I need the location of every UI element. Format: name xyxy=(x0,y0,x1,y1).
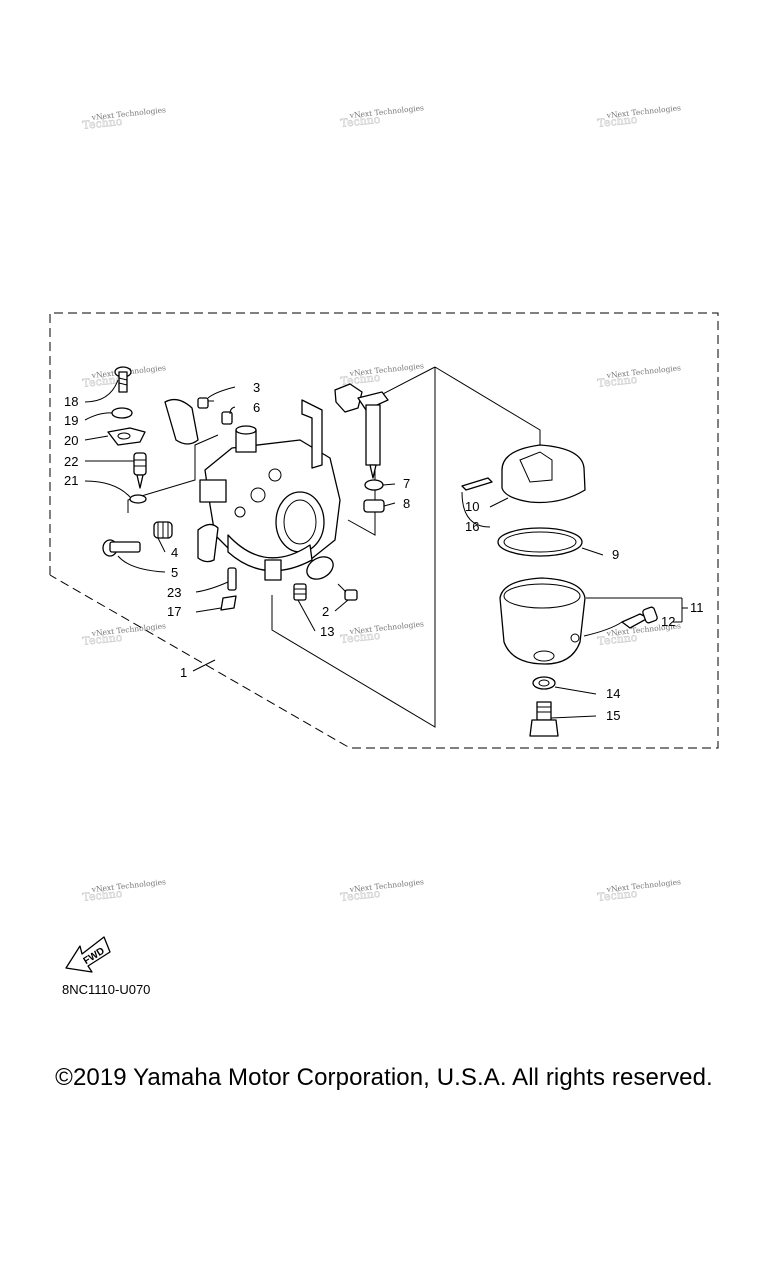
leader-lines xyxy=(84,379,688,719)
watermark: Techno vNext Technologies xyxy=(340,361,425,388)
jet-group-outline xyxy=(271,367,436,728)
callout-13: 13 xyxy=(320,624,334,639)
callout-22: 22 xyxy=(64,454,78,469)
callout-2: 2 xyxy=(322,604,329,619)
screw-part-12 xyxy=(621,606,658,629)
watermark-text: vNext Technologies xyxy=(348,619,424,636)
diagram-part-code: 8NC1110-U070 xyxy=(62,982,151,997)
needle-group-outline xyxy=(374,366,436,399)
washer-part-7 xyxy=(364,479,384,491)
gasket-inner xyxy=(503,531,577,553)
watermark: Techno vNext Technologies xyxy=(340,103,425,130)
svg-text:Techno: Techno xyxy=(340,113,381,130)
svg-text:Techno: Techno xyxy=(82,373,123,390)
watermark-text: vNext Technologies xyxy=(348,877,424,894)
callout-9: 9 xyxy=(612,547,619,562)
callout-3: 3 xyxy=(253,380,260,395)
svg-text:Techno: Techno xyxy=(597,631,638,648)
copyright-notice: ©2019 Yamaha Motor Corporation, U.S.A. A… xyxy=(55,1064,713,1091)
watermark: Techno vNext Technologies xyxy=(82,621,167,648)
watermark-text: vNext Technologies xyxy=(348,361,424,378)
callout-16: 16 xyxy=(465,519,479,534)
watermark: Techno vNext Technologies xyxy=(340,619,425,646)
svg-text:Techno: Techno xyxy=(82,887,123,904)
callout-21: 21 xyxy=(64,473,78,488)
gasket-part-9 xyxy=(497,527,583,557)
callout-5: 5 xyxy=(171,565,178,580)
callout-8: 8 xyxy=(403,496,410,511)
washer-part-14 xyxy=(532,676,556,690)
svg-text:Techno: Techno xyxy=(597,113,638,130)
callout-15: 15 xyxy=(606,708,620,723)
callout-6: 6 xyxy=(253,400,260,415)
callout-11: 11 xyxy=(690,600,704,615)
callout-20: 20 xyxy=(64,433,78,448)
bracket-part-20 xyxy=(107,427,146,446)
washer-part-14-hole xyxy=(538,679,550,687)
svg-text:Techno: Techno xyxy=(82,631,123,648)
watermark: Techno vNext Technologies xyxy=(597,103,682,130)
pilot-screw-part-22 xyxy=(133,452,147,489)
body-group-outline xyxy=(127,434,219,513)
washer-part-19 xyxy=(111,407,133,419)
float-bowl-part-11 xyxy=(499,577,586,665)
assembly-boundary xyxy=(49,312,719,749)
watermark-text: vNext Technologies xyxy=(605,363,681,380)
callout-7: 7 xyxy=(403,476,410,491)
throttle-plate-part-2 xyxy=(306,556,334,580)
main-jet-part-13 xyxy=(293,583,307,601)
callout-labels: 1 2 3 4 5 6 7 8 9 10 11 12 13 14 15 16 1… xyxy=(64,380,704,723)
o-ring-part-21 xyxy=(129,494,147,504)
needle-group-outline-2 xyxy=(347,470,376,536)
pin-part-16 xyxy=(461,477,493,491)
callout-10: 10 xyxy=(465,499,479,514)
watermark-text: vNext Technologies xyxy=(605,103,681,120)
svg-text:Techno: Techno xyxy=(340,629,381,646)
callout-12: 12 xyxy=(661,614,675,629)
callout-17: 17 xyxy=(167,604,181,619)
screw-part-2 xyxy=(337,583,358,601)
watermark: Techno vNext Technologies xyxy=(82,105,167,132)
screw-part-18 xyxy=(114,366,132,393)
pin-part-23 xyxy=(227,567,237,591)
spring-part-4 xyxy=(153,521,173,539)
plate-part-3 xyxy=(164,398,199,445)
watermark-text: vNext Technologies xyxy=(90,105,166,122)
watermark: Techno vNext Technologies xyxy=(597,877,682,904)
svg-text:Techno: Techno xyxy=(340,887,381,904)
callout-18: 18 xyxy=(64,394,78,409)
watermark: Techno vNext Technologies xyxy=(597,363,682,390)
float-part-10 xyxy=(501,444,586,504)
throttle-screw-part-5 xyxy=(102,539,141,557)
callout-4: 4 xyxy=(171,545,178,560)
svg-text:Techno: Techno xyxy=(82,115,123,132)
callout-1: 1 xyxy=(180,665,187,680)
watermark-text: vNext Technologies xyxy=(90,621,166,638)
forward-arrow-icon: FWD xyxy=(65,936,111,973)
screw-part-3 xyxy=(197,397,214,409)
watermark-text: vNext Technologies xyxy=(90,877,166,894)
carburetor-body xyxy=(197,399,341,581)
watermark-text: vNext Technologies xyxy=(348,103,424,120)
seat-part-8 xyxy=(363,499,385,513)
clip-part-17 xyxy=(220,595,237,611)
screw-part-6 xyxy=(221,411,233,425)
svg-text:Techno: Techno xyxy=(597,373,638,390)
watermark-text: vNext Technologies xyxy=(605,877,681,894)
bowl-group-outline xyxy=(434,366,541,455)
callout-23: 23 xyxy=(167,585,181,600)
watermark: Techno vNext Technologies xyxy=(340,877,425,904)
watermark: Techno vNext Technologies xyxy=(82,877,167,904)
needle-valve-assembly xyxy=(334,383,389,479)
callout-14: 14 xyxy=(606,686,620,701)
svg-text:Techno: Techno xyxy=(597,887,638,904)
callout-19: 19 xyxy=(64,413,78,428)
drain-bolt-part-15 xyxy=(529,701,559,737)
